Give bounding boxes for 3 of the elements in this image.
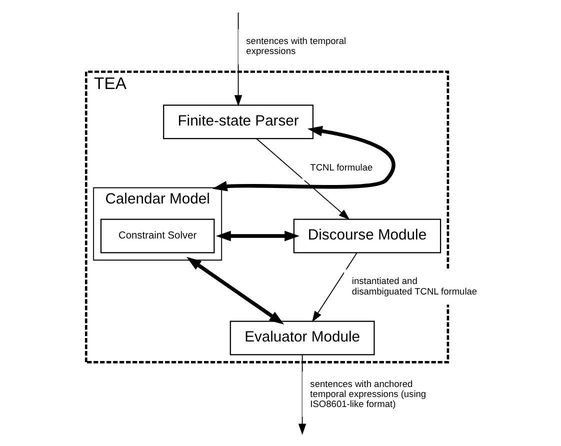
edge-label: sentences with temporal expressions (246, 36, 346, 56)
edge-label: sentences with anchored temporal expressions (using ISO8601-like format) (310, 378, 426, 410)
edge-label: TCNL formulae (310, 162, 373, 173)
